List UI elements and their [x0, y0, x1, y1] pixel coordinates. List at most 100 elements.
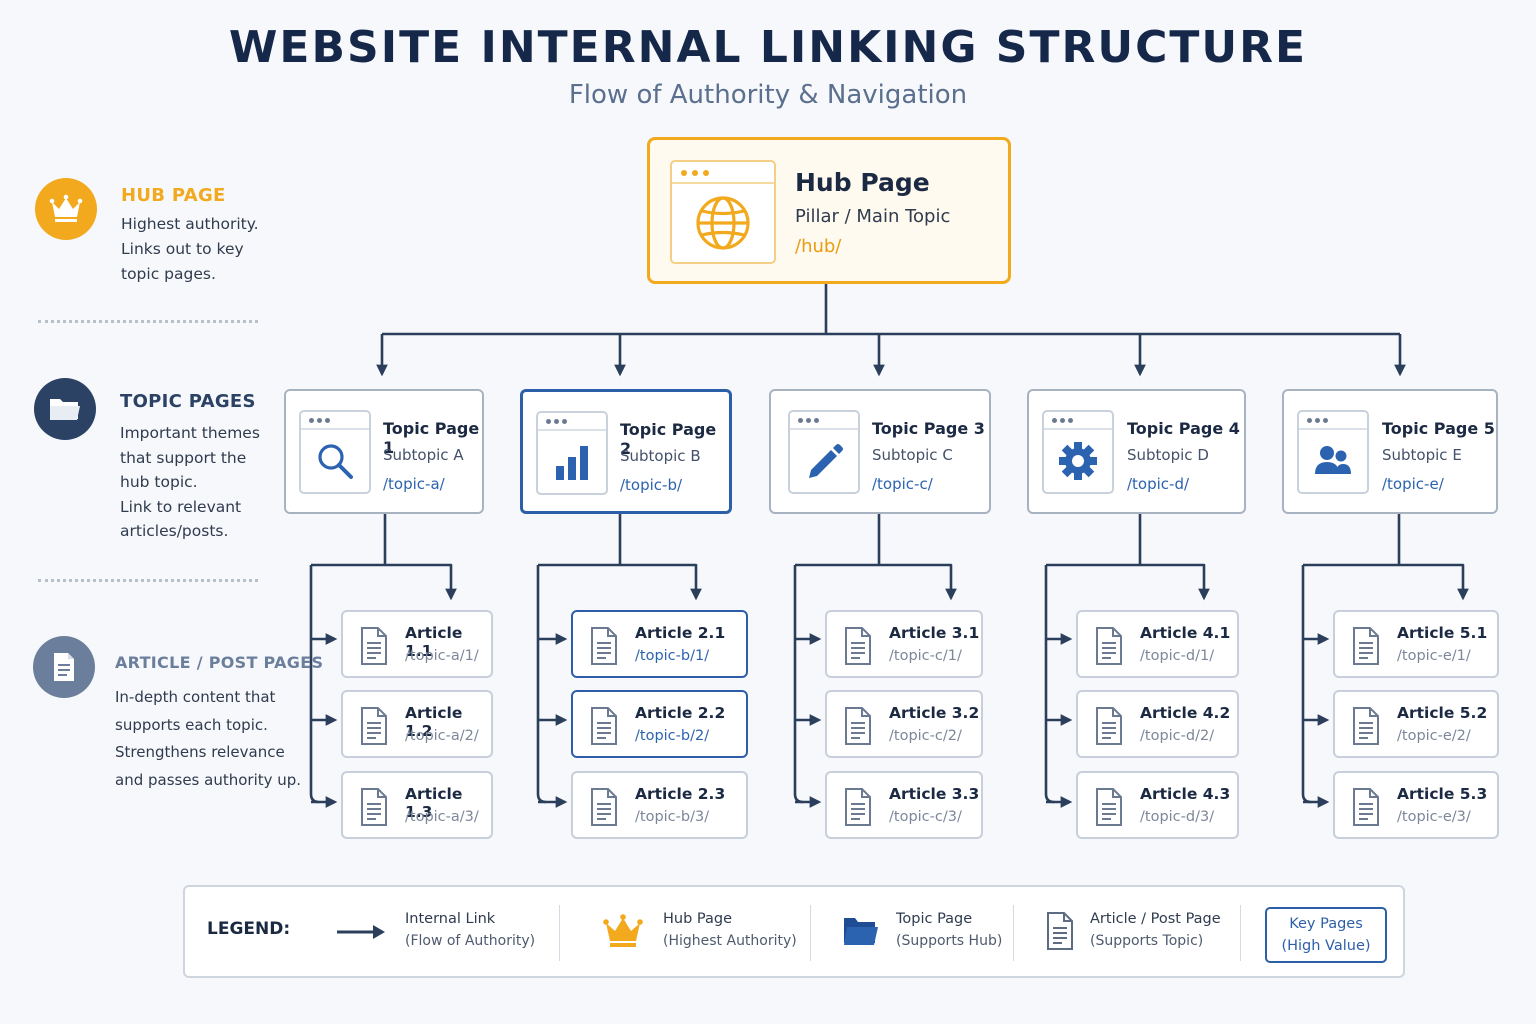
hub-legend-line: topic pages.: [121, 265, 216, 283]
article-page-node[interactable]: Article 1.3 /topic-a/3/: [341, 771, 493, 839]
topic-page-name: Topic Page 2: [620, 420, 717, 458]
article-page-node[interactable]: Article 4.2 /topic-d/2/: [1076, 690, 1239, 758]
article-name: Article 5.1: [1397, 624, 1488, 642]
article-url[interactable]: /topic-c/3/: [889, 809, 962, 825]
hub-page-node[interactable]: Hub Page Pillar / Main Topic /hub/: [647, 137, 1011, 284]
legend-label: Hub Page: [663, 911, 733, 927]
legend-item-internal-link: Internal Link (Flow of Authority): [335, 909, 545, 955]
article-page-node[interactable]: Article 3.2 /topic-c/2/: [825, 690, 983, 758]
article-spine-connector: [1044, 565, 1055, 804]
hub-page-subtitle: Pillar / Main Topic: [795, 206, 951, 227]
article-url[interactable]: /topic-c/2/: [889, 728, 962, 744]
topic-to-article-arrow: [795, 563, 957, 601]
article-page-node[interactable]: Article 5.1 /topic-e/1/: [1333, 610, 1499, 678]
window-titlebar: [672, 162, 774, 184]
hub-page-name: Hub Page: [795, 168, 930, 197]
legend-desc: (Supports Hub): [896, 933, 1003, 949]
document-icon: [1096, 707, 1122, 745]
users-icon: [1315, 446, 1351, 474]
hub-page-url[interactable]: /hub/: [795, 236, 842, 257]
article-page-node[interactable]: Article 3.3 /topic-c/3/: [825, 771, 983, 839]
legend-separator: [1240, 905, 1241, 961]
article-page-node[interactable]: Article 3.1 /topic-c/1/: [825, 610, 983, 678]
legend-panel: LEGEND: Internal Link (Flow of Authority…: [183, 885, 1405, 978]
article-name: Article 5.2: [1397, 704, 1488, 722]
article-url[interactable]: /topic-b/3/: [635, 809, 710, 825]
article-name: Article 3.3: [889, 785, 980, 803]
document-icon: [361, 788, 387, 826]
legend-divider: [38, 579, 258, 582]
topic-page-url[interactable]: /topic-b/: [620, 476, 683, 494]
topic-page-url[interactable]: /topic-e/: [1382, 475, 1444, 493]
document-icon: [591, 627, 617, 665]
hub-legend-title: HUB PAGE: [121, 185, 226, 206]
topics-legend-text: Important themes that support the hub to…: [120, 421, 260, 544]
article-page-node[interactable]: Article 1.1 /topic-a/1/: [341, 610, 493, 678]
document-icon: [845, 627, 871, 665]
legend-label: Topic Page: [896, 911, 973, 927]
article-url[interactable]: /topic-c/1/: [889, 648, 962, 664]
article-page-node[interactable]: Article 2.2 /topic-b/2/: [571, 690, 748, 758]
article-url[interactable]: /topic-b/2/: [635, 728, 710, 744]
pencil-icon: [809, 444, 843, 478]
articles-legend-line: and passes authority up.: [115, 770, 302, 789]
article-name: Article 4.1: [1140, 624, 1231, 642]
article-page-node[interactable]: Article 4.1 /topic-d/1/: [1076, 610, 1239, 678]
article-url[interactable]: /topic-e/2/: [1397, 728, 1471, 744]
topic-page-subtitle: Subtopic D: [1127, 446, 1209, 464]
document-icon: [1047, 912, 1073, 950]
article-url[interactable]: /topic-a/1/: [405, 648, 479, 664]
folder-icon: [50, 399, 80, 420]
topics-legend-line: hub topic.: [120, 473, 198, 491]
topic-page-node[interactable]: Topic Page 2 Subtopic B /topic-b/: [520, 389, 732, 514]
topic-page-subtitle: Subtopic B: [620, 447, 701, 465]
document-icon: [1096, 788, 1122, 826]
topic-page-node[interactable]: Topic Page 5 Subtopic E /topic-e/: [1282, 389, 1498, 514]
document-icon: [1353, 707, 1379, 745]
article-url[interactable]: /topic-e/1/: [1397, 648, 1471, 664]
article-url[interactable]: /topic-a/3/: [405, 809, 479, 825]
article-url[interactable]: /topic-e/3/: [1397, 809, 1471, 825]
document-icon: [1096, 627, 1122, 665]
topic-page-node[interactable]: Topic Page 1 Subtopic A /topic-a/: [284, 389, 484, 514]
topic-to-article-arrow: [1303, 563, 1469, 601]
topic-page-url[interactable]: /topic-c/: [872, 475, 933, 493]
crown-icon: [603, 914, 643, 947]
legend-separator: [1013, 905, 1014, 961]
topic-browser-window: [788, 410, 860, 494]
gear-icon: [1059, 442, 1097, 480]
topic-page-url[interactable]: /topic-d/: [1127, 475, 1190, 493]
topic-page-url[interactable]: /topic-a/: [383, 475, 445, 493]
topic-page-subtitle: Subtopic E: [1382, 446, 1462, 464]
article-url[interactable]: /topic-a/2/: [405, 728, 479, 744]
hub-legend-icon-circle: [35, 178, 97, 240]
article-url[interactable]: /topic-b/1/: [635, 648, 710, 664]
article-page-node[interactable]: Article 5.2 /topic-e/2/: [1333, 690, 1499, 758]
article-url[interactable]: /topic-d/3/: [1140, 809, 1215, 825]
document-icon: [845, 788, 871, 826]
article-page-node[interactable]: Article 1.2 /topic-a/2/: [341, 690, 493, 758]
article-page-node[interactable]: Article 2.1 /topic-b/1/: [571, 610, 748, 678]
hub-browser-window: [670, 160, 776, 264]
article-page-node[interactable]: Article 4.3 /topic-d/3/: [1076, 771, 1239, 839]
topic-browser-window: [299, 410, 371, 494]
topic-to-article-arrow: [311, 563, 457, 601]
articles-legend-line: supports each topic.: [115, 715, 268, 734]
article-page-node[interactable]: Article 5.3 /topic-e/3/: [1333, 771, 1499, 839]
article-name: Article 3.2: [889, 704, 980, 722]
document-icon: [591, 788, 617, 826]
topic-page-node[interactable]: Topic Page 3 Subtopic C /topic-c/: [769, 389, 991, 514]
article-page-node[interactable]: Article 2.3 /topic-b/3/: [571, 771, 748, 839]
window-titlebar: [301, 412, 369, 430]
article-url[interactable]: /topic-d/1/: [1140, 648, 1215, 664]
topic-browser-window: [536, 411, 608, 495]
topic-to-article-arrow: [1046, 563, 1210, 601]
article-url[interactable]: /topic-d/2/: [1140, 728, 1215, 744]
hub-legend-line: Highest authority.: [121, 215, 259, 233]
article-spine-connector: [536, 565, 547, 804]
topic-page-name: Topic Page 1: [383, 419, 480, 457]
topic-page-node[interactable]: Topic Page 4 Subtopic D /topic-d/: [1027, 389, 1246, 514]
article-spine-connector: [309, 565, 320, 804]
document-icon: [845, 707, 871, 745]
